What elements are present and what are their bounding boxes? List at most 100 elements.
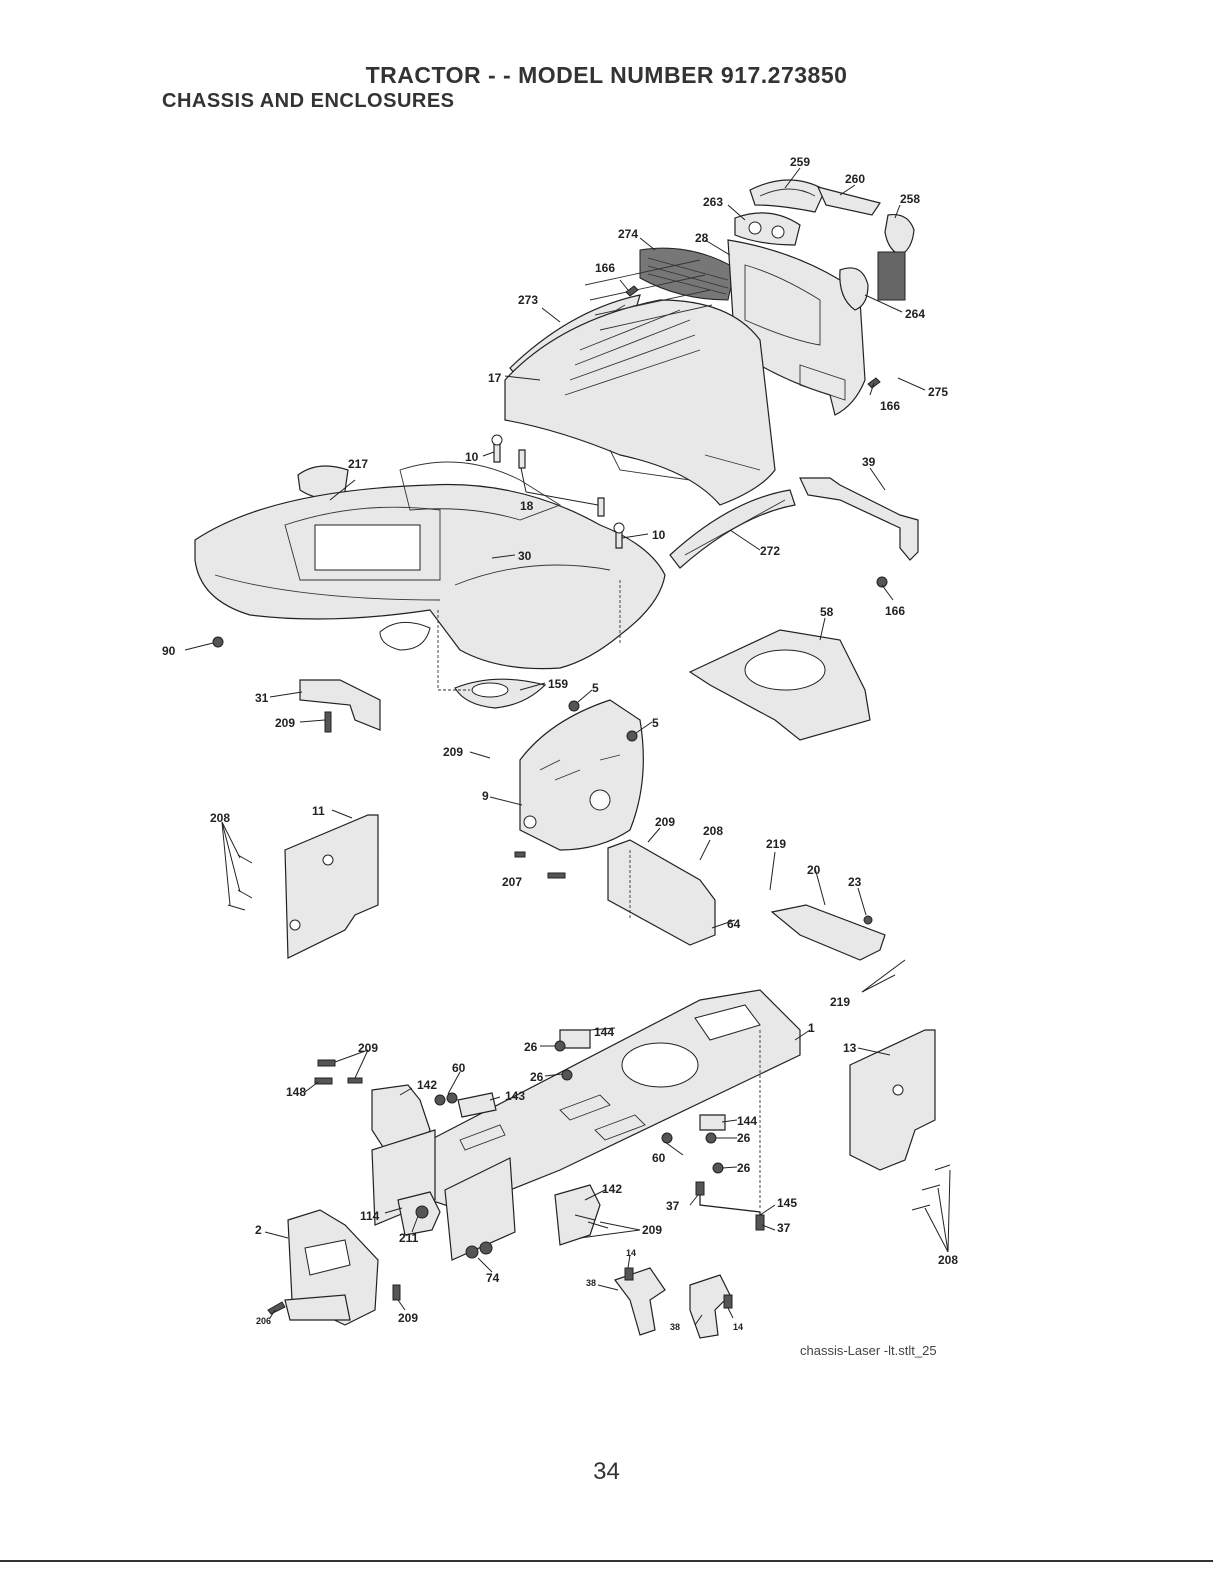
- part-166-screw-c: [876, 576, 888, 588]
- callout-37: 37: [666, 1199, 680, 1213]
- callout-11: 11: [312, 804, 325, 818]
- callout-209: 209: [398, 1311, 418, 1325]
- part-38-bracket-a: [614, 1267, 666, 1336]
- callout-23: 23: [848, 875, 862, 889]
- leader-lines: [184, 167, 951, 1326]
- part-14-bolts: [624, 1267, 733, 1309]
- part-20-footrest-bracket: [770, 904, 886, 961]
- part-10-bolt-b: [613, 522, 625, 549]
- callout-labels: 259 260 258 263 274 28 166 273 264 17 27…: [162, 155, 958, 1332]
- callout-274: 274: [618, 227, 638, 241]
- part-26-nut-b: [705, 1132, 724, 1174]
- callout-148: 148: [286, 1085, 306, 1099]
- callout-64: 64: [727, 917, 741, 931]
- part-211-nut: [415, 1205, 429, 1219]
- callout-144: 144: [737, 1114, 757, 1128]
- callout-143: 143: [505, 1089, 525, 1103]
- part-37-bolts: [695, 1181, 765, 1231]
- callout-145: 145: [777, 1196, 797, 1210]
- callout-1: 1: [808, 1021, 815, 1035]
- callout-14: 14: [626, 1248, 636, 1258]
- callout-60: 60: [652, 1151, 666, 1165]
- part-60-bolt-a: [434, 1092, 458, 1106]
- part-28-hood-front: [727, 239, 866, 416]
- part-11-side-panel-left: [284, 814, 379, 959]
- part-206-bolt: [267, 1301, 286, 1315]
- callout-211: 211: [399, 1231, 419, 1245]
- callout-5: 5: [652, 716, 659, 730]
- part-264-side-lens: [839, 267, 869, 311]
- part-38-bracket-b: [689, 1274, 731, 1339]
- page-edge-divider: [0, 1560, 1213, 1562]
- callout-74: 74: [486, 1271, 500, 1285]
- callout-17: 17: [488, 371, 502, 385]
- callout-208: 208: [210, 811, 230, 825]
- part-258-lens: [884, 213, 915, 256]
- part-145-rod: [699, 1190, 761, 1225]
- callout-219: 219: [766, 837, 786, 851]
- part-90-nut: [212, 636, 224, 648]
- callout-159: 159: [548, 677, 568, 691]
- part-9-dash-panel: [519, 699, 644, 851]
- callout-26: 26: [737, 1131, 751, 1145]
- callout-208: 208: [703, 824, 723, 838]
- callout-166: 166: [880, 399, 900, 413]
- part-208-bolts-a: [227, 854, 253, 911]
- part-209-bolt-a: [324, 711, 332, 733]
- callout-14: 14: [733, 1322, 743, 1332]
- callout-26: 26: [737, 1161, 751, 1175]
- section-title: CHASSIS AND ENCLOSURES: [162, 90, 455, 112]
- callout-207: 207: [502, 875, 522, 889]
- part-17-hood: [504, 259, 776, 506]
- callout-60: 60: [452, 1061, 466, 1075]
- part-1-frame: [429, 989, 801, 1211]
- part-263-headlight-housing: [734, 212, 801, 246]
- part-274-grille-insert: [639, 247, 736, 301]
- part-159-cup-holder: [454, 678, 547, 709]
- callout-10: 10: [465, 450, 479, 464]
- callout-18: 18: [520, 499, 534, 513]
- callout-37: 37: [777, 1221, 791, 1235]
- callout-142: 142: [417, 1078, 437, 1092]
- callout-208: 208: [938, 1253, 958, 1267]
- figure-caption: chassis-Laser -lt.stlt_25: [800, 1343, 937, 1358]
- callout-209: 209: [443, 745, 463, 759]
- part-10-bolt-a: [491, 434, 503, 463]
- callout-166: 166: [885, 604, 905, 618]
- callout-209: 209: [275, 716, 295, 730]
- part-30-fender: [194, 461, 666, 670]
- callout-142: 142: [602, 1182, 622, 1196]
- callout-39: 39: [862, 455, 876, 469]
- callout-90: 90: [162, 644, 176, 658]
- part-13-side-panel-right: [849, 1029, 936, 1171]
- part-31-bracket: [299, 679, 381, 731]
- part-208-bolts-c: [911, 1164, 951, 1211]
- callout-219: 219: [830, 995, 850, 1009]
- callout-13: 13: [843, 1041, 857, 1055]
- callout-209: 209: [655, 815, 675, 829]
- part-209-bolt-f: [392, 1284, 401, 1301]
- part-272-side-panel-right: [669, 489, 796, 569]
- callout-31: 31: [255, 691, 269, 705]
- part-166-screw-a: [625, 285, 639, 297]
- callout-20: 20: [807, 863, 821, 877]
- callout-2: 2: [255, 1223, 262, 1237]
- callout-166: 166: [595, 261, 615, 275]
- part-60-bolt-b: [661, 1132, 673, 1144]
- page-number: 34: [593, 1458, 620, 1485]
- callout-30: 30: [518, 549, 532, 563]
- callout-28: 28: [695, 231, 709, 245]
- callout-10: 10: [652, 528, 666, 542]
- callout-38: 38: [586, 1278, 596, 1288]
- part-74-nuts: [465, 1241, 493, 1259]
- part-64-bracket: [607, 839, 716, 946]
- part-frame-side-mid: [444, 1157, 516, 1261]
- part-209-bolts-e: [574, 1214, 609, 1229]
- part-58-heat-shield: [688, 629, 871, 741]
- callout-264: 264: [905, 307, 925, 321]
- part-260-trim: [816, 186, 881, 216]
- part-18-clip: [518, 449, 605, 517]
- callout-275: 275: [928, 385, 948, 399]
- callout-260: 260: [845, 172, 865, 186]
